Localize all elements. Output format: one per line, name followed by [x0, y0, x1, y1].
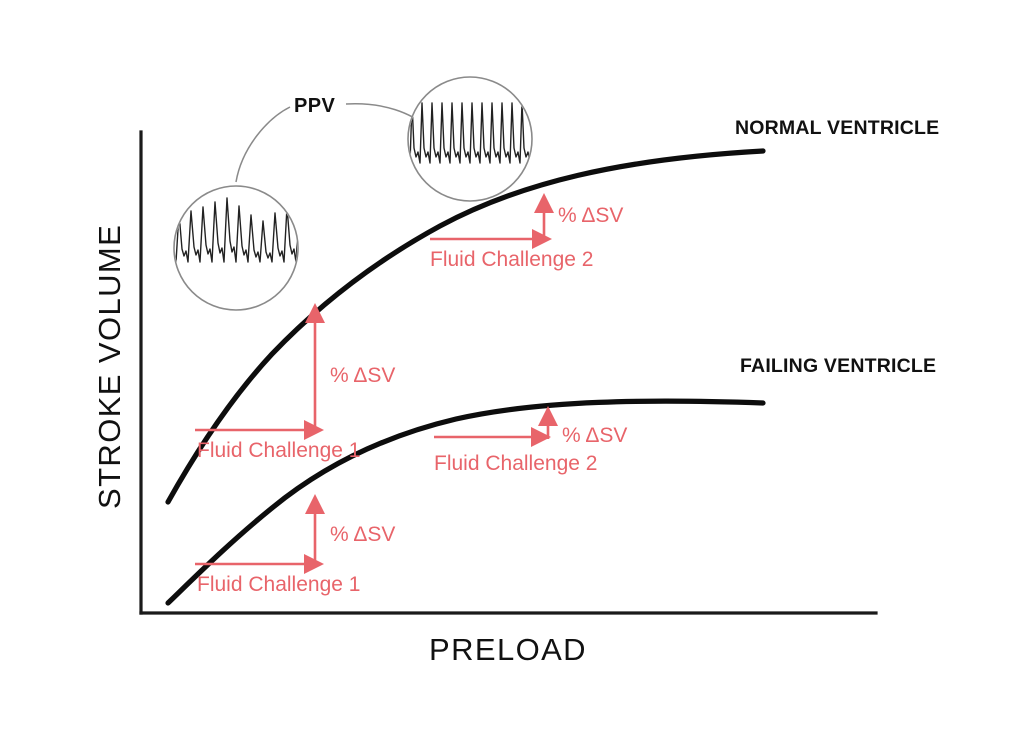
- normal-fc1-label: Fluid Challenge 1: [197, 439, 360, 462]
- low-ppv-waveform: [409, 102, 531, 164]
- failing-ventricle-curve: [165, 398, 766, 606]
- failing-fc1-label: Fluid Challenge 1: [197, 573, 360, 596]
- annotation-normal-fc1: % ΔSV Fluid Challenge 1: [195, 303, 395, 462]
- normal-fc2-delta-label: % ΔSV: [558, 204, 623, 227]
- annotation-normal-fc2: % ΔSV Fluid Challenge 2: [430, 193, 623, 271]
- axes-group: [139, 130, 878, 615]
- high-ppv-callout: [173, 185, 299, 311]
- y-axis-label: STROKE VOLUME: [92, 224, 127, 509]
- failing-fc1-delta-label: % ΔSV: [330, 523, 395, 546]
- normal-fc2-vertical-arrowhead: [534, 193, 554, 213]
- high-ppv-circle: [173, 185, 299, 311]
- ppv-callout-group: PPV: [173, 76, 533, 311]
- normal-ventricle-label: NORMAL VENTRICLE: [735, 117, 939, 139]
- normal-fc1-vertical-arrowhead: [305, 303, 325, 323]
- normal-fc2-label: Fluid Challenge 2: [430, 248, 593, 271]
- low-ppv-callout: [407, 76, 533, 202]
- failing-fc2-delta-label: % ΔSV: [562, 424, 627, 447]
- curves-group: [165, 148, 766, 606]
- high-ppv-waveform: [175, 197, 297, 263]
- low-ppv-circle: [407, 76, 533, 202]
- failing-fc2-vertical-arrowhead: [538, 406, 558, 426]
- ppv-leader-left: [235, 106, 291, 183]
- failing-ventricle-label: FAILING VENTRICLE: [740, 355, 936, 377]
- annotation-failing-fc2: % ΔSV Fluid Challenge 2: [434, 406, 627, 475]
- x-axis-label: PRELOAD: [429, 632, 587, 667]
- failing-fc2-label: Fluid Challenge 2: [434, 452, 597, 475]
- normal-fc2-horizontal-arrowhead: [532, 229, 552, 249]
- annotation-failing-fc1: % ΔSV Fluid Challenge 1: [195, 494, 395, 596]
- normal-fc1-delta-label: % ΔSV: [330, 364, 395, 387]
- failing-fc2-horizontal-arrowhead: [531, 427, 551, 447]
- ppv-label: PPV: [294, 95, 335, 117]
- normal-ventricle-curve: [165, 148, 766, 505]
- failing-fc1-vertical-arrowhead: [305, 494, 325, 514]
